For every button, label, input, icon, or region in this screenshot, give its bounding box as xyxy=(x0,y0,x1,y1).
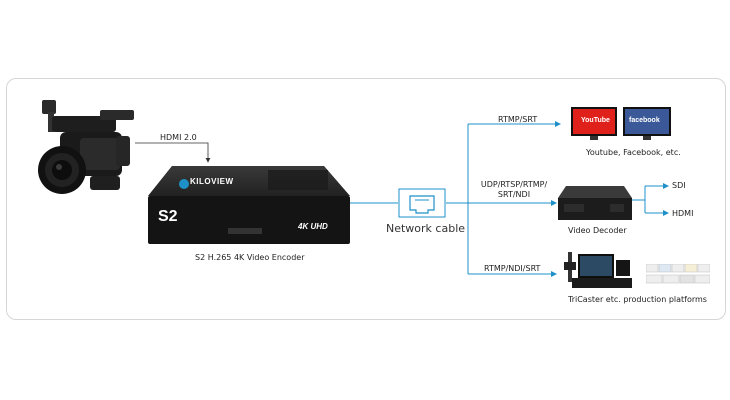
production-caption: TriCaster etc. production platforms xyxy=(568,295,707,304)
encoder-device xyxy=(148,166,350,244)
rtmp-srt-label: RTMP/SRT xyxy=(498,115,538,124)
udp-label-line1: UDP/RTSP/RTMP/ xyxy=(480,180,548,189)
social-screens xyxy=(571,107,671,140)
sdi-label: SDI xyxy=(672,181,686,190)
camera-icon xyxy=(38,100,134,194)
decoder-caption: Video Decoder xyxy=(568,226,627,235)
encoder-badge: 4K UHD xyxy=(298,222,328,231)
decoder-device xyxy=(558,186,632,220)
hdmi-input-label: HDMI 2.0 xyxy=(160,133,197,142)
production-devices xyxy=(564,252,632,288)
youtube-logo: YouTube xyxy=(581,117,610,124)
network-port-icon xyxy=(398,188,446,218)
hdmi-output-label: HDMI xyxy=(672,209,694,218)
facebook-logo: facebook xyxy=(629,117,660,124)
hdmi-line xyxy=(135,142,211,163)
encoder-brand: KILOVIEW xyxy=(190,177,234,186)
brand-logo-icon xyxy=(179,179,189,189)
rtmp-ndi-srt-label: RTMP/NDI/SRT xyxy=(484,264,541,273)
encoder-model: S2 xyxy=(158,208,178,225)
platform-logos xyxy=(646,264,710,284)
social-caption: Youtube, Facebook, etc. xyxy=(586,148,681,157)
encoder-caption: S2 H.265 4K Video Encoder xyxy=(195,253,305,262)
network-cable-label: Network cable xyxy=(386,222,466,235)
udp-label-line2: SRT/NDI xyxy=(497,190,531,199)
